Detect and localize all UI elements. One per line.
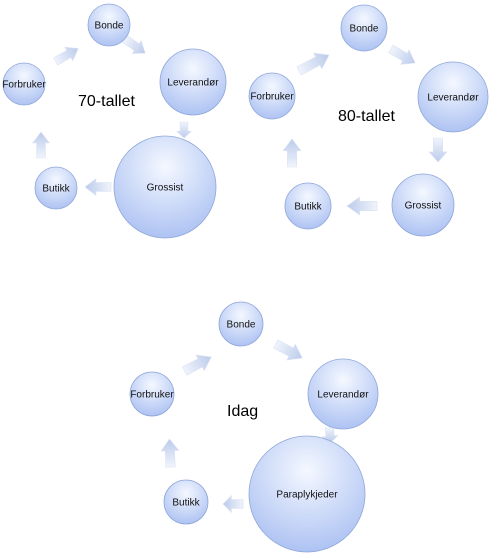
node-circle bbox=[340, 4, 388, 52]
flow-arrow bbox=[84, 177, 112, 197]
flow-arrow bbox=[182, 354, 212, 376]
node-label: Grossist bbox=[147, 183, 184, 194]
flow-arrow bbox=[160, 438, 180, 468]
flow-arrow bbox=[31, 131, 51, 159]
node-circle bbox=[159, 48, 227, 116]
node-circle bbox=[113, 135, 217, 239]
cycle-title: 80-tallet bbox=[338, 108, 395, 125]
node-circle bbox=[284, 182, 332, 230]
flow-arrow bbox=[53, 46, 79, 66]
flow-arrow bbox=[282, 138, 302, 168]
node-label: Leverandør bbox=[167, 78, 219, 89]
flow-arrow bbox=[428, 137, 448, 163]
node-label: Butikk bbox=[172, 498, 200, 509]
node-label: Forbruker bbox=[130, 390, 174, 401]
node-label: Butikk bbox=[294, 202, 322, 213]
flow-arrow bbox=[273, 339, 303, 361]
cycle-title: 70-tallet bbox=[78, 93, 135, 110]
node-label: Forbruker bbox=[2, 80, 46, 91]
node-circle bbox=[417, 61, 489, 133]
node-label: Bonde bbox=[95, 21, 124, 32]
node-circle bbox=[34, 166, 78, 210]
node-circle bbox=[391, 173, 455, 237]
flow-arrow bbox=[121, 35, 146, 54]
flow-arrow bbox=[296, 52, 330, 76]
node-circle bbox=[248, 72, 296, 120]
cycle-title: Idag bbox=[227, 403, 258, 420]
node-label: Grossist bbox=[405, 201, 442, 212]
flow-arrow bbox=[222, 494, 244, 514]
node-circle bbox=[2, 62, 46, 106]
node-circle bbox=[307, 358, 379, 430]
node-label: Paraplykjeder bbox=[276, 490, 338, 501]
node-label: Forbruker bbox=[250, 92, 294, 103]
node-circle bbox=[248, 435, 366, 553]
node-label: Butikk bbox=[42, 184, 70, 195]
node-label: Bonde bbox=[350, 24, 379, 35]
node-circle bbox=[87, 3, 131, 47]
node-circle bbox=[218, 301, 264, 347]
node-label: Bonde bbox=[227, 320, 256, 331]
flow-arrow bbox=[346, 196, 378, 216]
node-label: Leverandør bbox=[427, 93, 479, 104]
node-circle bbox=[129, 371, 175, 417]
node-circle bbox=[163, 479, 209, 525]
node-label: Leverandør bbox=[317, 390, 369, 401]
flow-arrow bbox=[388, 44, 416, 65]
flow-arrow bbox=[175, 121, 193, 139]
